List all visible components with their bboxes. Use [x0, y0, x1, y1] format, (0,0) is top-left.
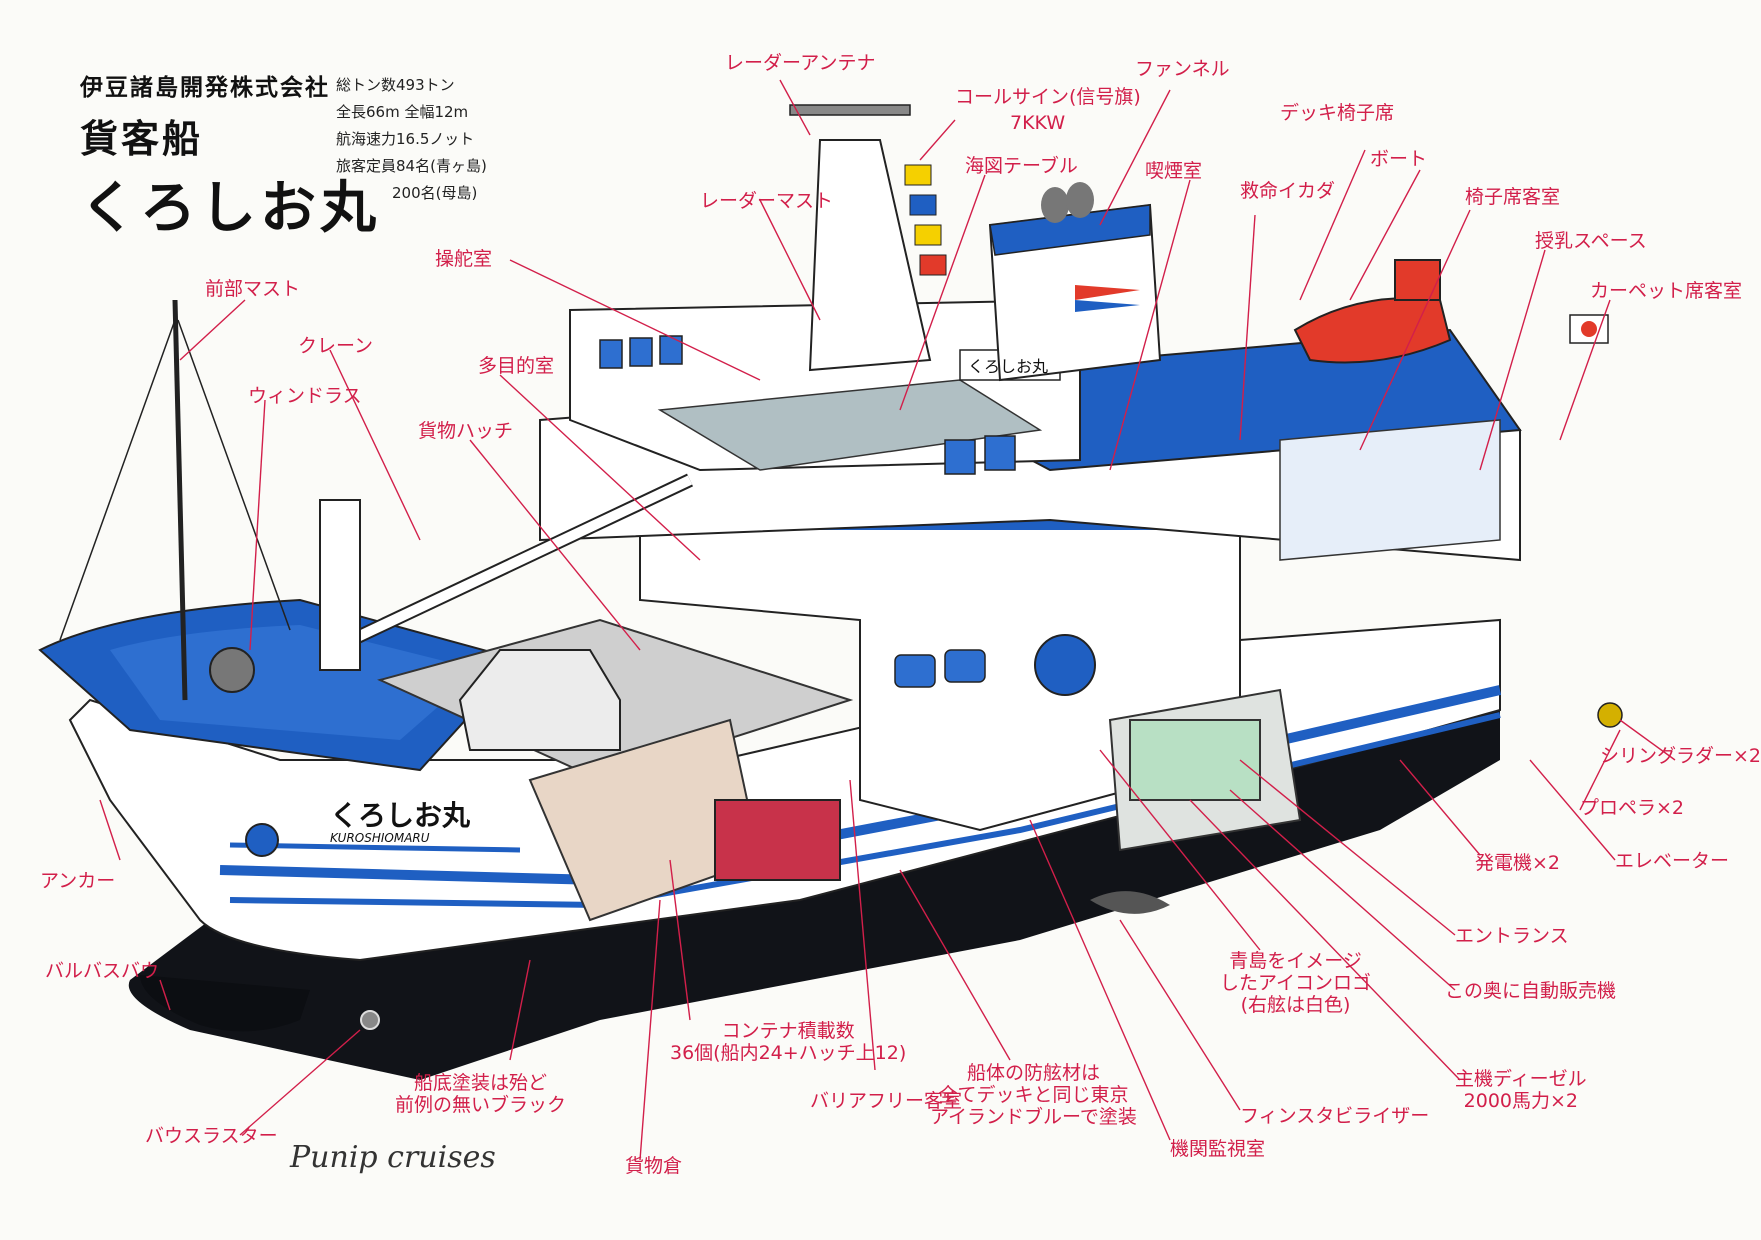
label-entrance: エントランス — [1455, 925, 1569, 947]
label-cargo-hold: 貨物倉 — [625, 1155, 683, 1177]
hull-name-jp: くろしお丸 — [330, 799, 470, 832]
label-barrier-free: バリアフリー客室 — [810, 1090, 963, 1112]
label-radar-mast: レーダーマスト — [700, 190, 834, 212]
label-anchor: アンカー — [40, 870, 116, 892]
radar-mast — [808, 139, 932, 372]
spec-tonnage: 総トン数493トン — [336, 76, 455, 94]
fore-mast-rig-2 — [177, 319, 291, 631]
spec-capacity-aogashima: 旅客定員84名(青ヶ島) — [336, 157, 487, 175]
bridge-floor — [657, 379, 1043, 471]
label-schilling-rudder: シリングラダー×2 — [1600, 745, 1761, 767]
spec-capacity-hahajima: 200名(母島) — [392, 184, 478, 202]
label-carpet-cabin: カーペット席客室 — [1590, 280, 1743, 302]
name-plate-text: くろしお丸 — [968, 357, 1048, 376]
propeller — [1597, 702, 1623, 728]
signature: Punip cruises — [290, 1140, 496, 1175]
logo-circle — [1034, 634, 1096, 696]
label-multipurpose-room: 多目的室 — [478, 355, 555, 377]
label-cargo-hatch: 貨物ハッチ — [418, 420, 514, 442]
radar-antenna — [789, 104, 911, 116]
japan-flag-sun — [1581, 321, 1597, 337]
fin-stabilizer — [1090, 891, 1170, 914]
label-bow-thruster: バウスラスター — [145, 1125, 278, 1147]
spec-dimensions: 全長66m 全幅12m — [336, 103, 469, 121]
rescue-boat-cabin — [1394, 259, 1441, 301]
label-aogashima-logo: 青島をイメージ したアイコンロゴ (右舷は白色) — [1220, 950, 1372, 1016]
label-bottom-paint: 船底塗装は殆ど 前例の無いブラック — [395, 1072, 567, 1116]
funnel-exhaust-1 — [1041, 187, 1069, 223]
label-smoking-room: 喫煙室 — [1145, 160, 1203, 182]
label-main-engine: 主機ディーゼル 2000馬力×2 — [1455, 1068, 1587, 1112]
label-engine-control: 機関監視室 — [1170, 1138, 1266, 1160]
funnel-top — [989, 204, 1151, 256]
main-engine-block — [1129, 719, 1261, 801]
label-fin-stabilizer: フィンスタビライザー — [1240, 1105, 1430, 1127]
label-life-raft: 救命イカダ — [1240, 180, 1336, 202]
label-call-sign: コールサイン(信号旗) — [955, 86, 1141, 108]
label-crane: クレーン — [298, 335, 374, 357]
label-elevator: エレベーター — [1615, 850, 1730, 872]
ship-type: 貨客船 — [80, 117, 204, 161]
label-boat: ボート — [1370, 148, 1428, 170]
specs-block: 総トン数493トン 全長66m 全幅12m 航海速力16.5ノット 旅客定員84… — [336, 72, 487, 207]
label-bulbous-bow: バルバスバウ — [45, 960, 160, 982]
bow-thruster — [360, 1010, 380, 1030]
label-windlass: ウィンドラス — [248, 385, 362, 407]
label-fender-paint: 船体の防舷材は 全てデッキと同じ東京 アイランドブルーで塗装 — [930, 1062, 1137, 1128]
hull-name-en: KUROSHIOMARU — [330, 831, 430, 845]
funnel-logo-red — [1075, 285, 1140, 300]
signal-flags — [904, 164, 947, 276]
crane-post — [319, 499, 361, 671]
cabin-seats-area — [1279, 419, 1501, 561]
label-chart-table: 海図テーブル — [965, 155, 1078, 177]
van — [458, 649, 621, 751]
label-container-count: コンテナ積載数 36個(船内24+ハッチ上12) — [670, 1020, 907, 1064]
label-generator: 発電機×2 — [1475, 852, 1561, 874]
crane-boom-fill — [327, 475, 693, 655]
label-nursing-space: 授乳スペース — [1535, 230, 1647, 252]
title-block: 伊豆諸島開発株式会社 貨客船 くろしお丸 — [80, 68, 380, 244]
label-funnel: ファンネル — [1135, 58, 1230, 80]
label-chair-cabin: 椅子席客室 — [1465, 186, 1561, 208]
bow-deck-inner — [110, 625, 480, 740]
fore-mast-rig-1 — [59, 319, 176, 641]
fore-mast — [172, 299, 188, 701]
ship-name: くろしお丸 — [80, 176, 380, 241]
windlass — [209, 647, 255, 693]
label-radar-antenna: レーダーアンテナ — [725, 52, 876, 74]
company-name: 伊豆諸島開発株式会社 — [80, 75, 330, 101]
leader-lines — [99, 79, 1676, 1161]
funnel-exhaust-2 — [1066, 182, 1094, 218]
anchor-pocket — [245, 823, 279, 857]
bridge-windows — [599, 335, 1016, 475]
bulbous-bow — [140, 975, 310, 1032]
label-propeller: プロペラ×2 — [1580, 797, 1685, 819]
label-deck-chair: デッキ椅子席 — [1280, 102, 1395, 124]
label-bridge: 操舵室 — [435, 248, 493, 270]
label-call-sign-code: 7KKW — [1010, 112, 1066, 134]
container — [714, 799, 841, 881]
hull-stripe-3 — [229, 842, 521, 853]
spec-speed: 航海速力16.5ノット — [336, 130, 475, 148]
rescue-boat — [1293, 297, 1452, 364]
label-vending-machine: この奥に自動販売機 — [1445, 980, 1617, 1002]
label-fore-mast: 前部マスト — [205, 278, 301, 300]
funnel-logo-blue — [1075, 300, 1140, 312]
hull-bottom-black — [128, 710, 1500, 1080]
